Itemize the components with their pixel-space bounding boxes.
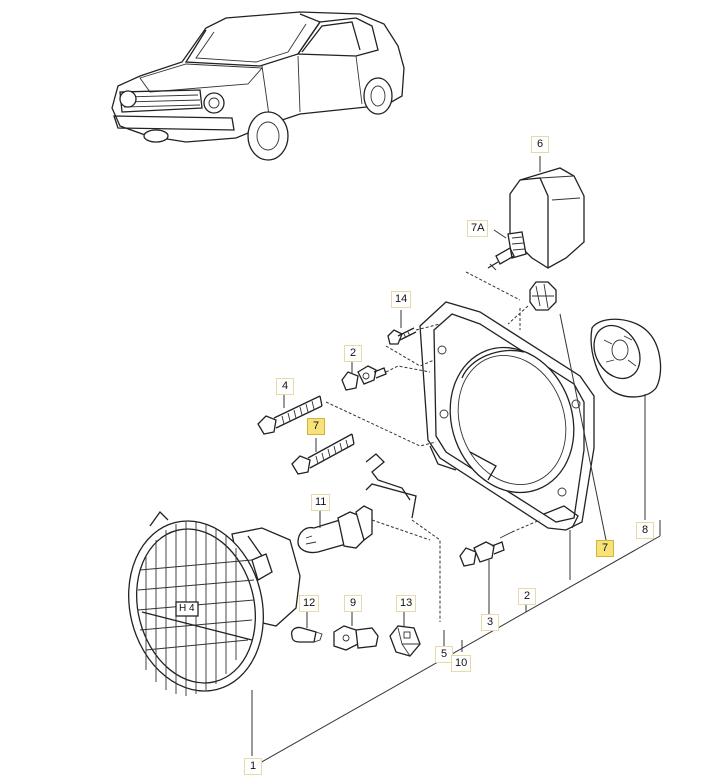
callout-9: 9 — [344, 595, 362, 612]
part-12-parking-bulb — [290, 626, 323, 643]
part-4-long-screw — [257, 395, 323, 435]
callout-2-lower: 2 — [518, 588, 536, 605]
part-6-adjuster-housing — [487, 167, 585, 271]
part-9-bulb-holder — [333, 625, 379, 651]
part-2-upper-adjuster — [341, 365, 387, 391]
callout-2-upper: 2 — [344, 345, 362, 362]
part-11-h4-bulb — [297, 505, 373, 554]
callout-7A: 7A — [467, 220, 489, 237]
callout-14: 14 — [391, 291, 412, 308]
spring-clip — [365, 453, 417, 519]
callout-3: 3 — [481, 614, 499, 631]
part-7-left-screw — [291, 433, 355, 475]
adjuster-gear — [529, 281, 557, 311]
callout-13: 13 — [396, 595, 417, 612]
callout-7-right-highlighted: 7 — [596, 540, 614, 557]
callout-1: 1 — [244, 758, 262, 775]
lens-marking-h4: H 4 — [179, 603, 195, 614]
callout-5: 5 — [435, 646, 453, 663]
callout-7-left-highlighted: 7 — [307, 418, 325, 435]
part-8-dust-cap — [590, 318, 662, 398]
reflector-mounting-frame — [419, 301, 595, 531]
part-13-connector — [389, 625, 421, 657]
callout-11: 11 — [311, 494, 331, 511]
headlamp-unit — [128, 510, 301, 696]
callout-6: 6 — [531, 136, 549, 153]
callout-10: 10 — [451, 655, 472, 672]
part-3-lower-adjuster — [459, 531, 513, 567]
callout-8: 8 — [636, 522, 654, 539]
car-illustration — [111, 11, 405, 161]
part-14-screw — [387, 327, 417, 345]
callout-12: 12 — [299, 595, 320, 612]
callout-4: 4 — [276, 378, 294, 395]
